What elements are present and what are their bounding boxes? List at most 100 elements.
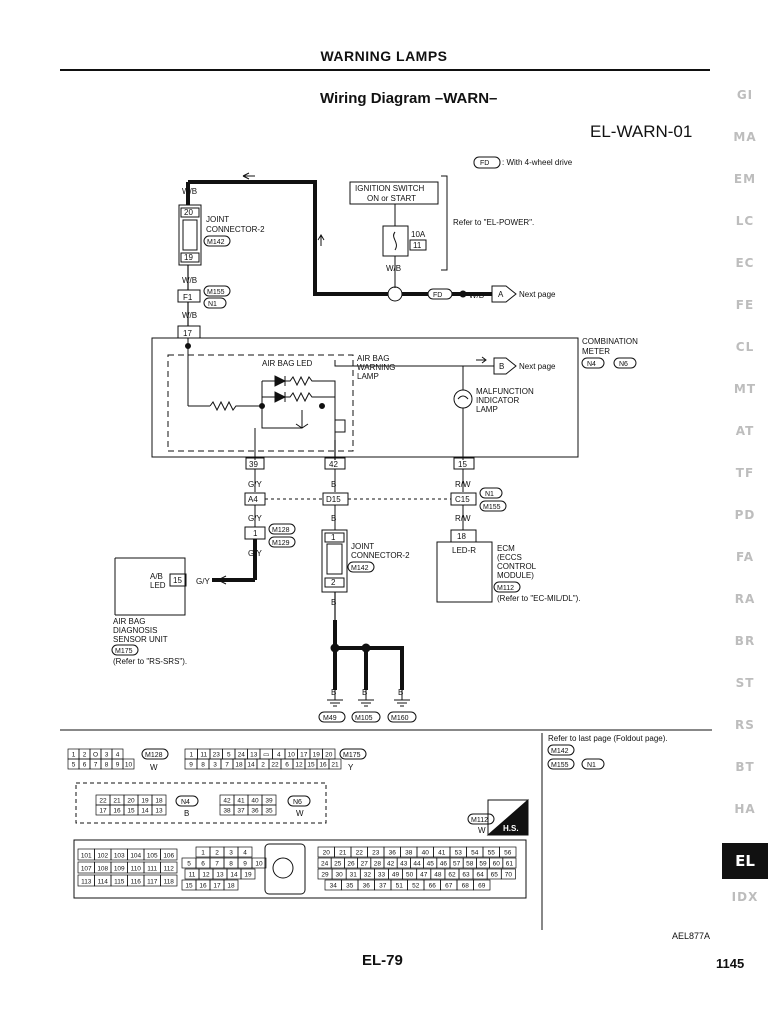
pin-number: 5 xyxy=(227,752,231,759)
pin-number: 35 xyxy=(265,808,273,815)
pin-number: 45 xyxy=(427,861,435,868)
fuse-amp: 10A xyxy=(411,230,426,239)
pin-number: 70 xyxy=(505,872,513,879)
sidebar-section-idx[interactable]: IDX xyxy=(731,890,759,904)
face-m112-color: W xyxy=(478,826,486,835)
pin-number: 15 xyxy=(185,883,193,890)
pin-number: 2 xyxy=(215,850,219,857)
joint-connector-label-1: JOINT xyxy=(206,215,229,224)
ecm-label-2: (ECCS xyxy=(497,553,522,562)
diagram-code: EL-WARN-01 xyxy=(590,122,693,141)
pin-number: 29 xyxy=(321,872,329,879)
pin-number: 46 xyxy=(440,861,448,868)
pin-number: 106 xyxy=(163,853,174,860)
sidebar-section-el[interactable]: EL xyxy=(722,843,768,879)
transistor xyxy=(295,410,309,429)
pin-number: 101 xyxy=(81,853,92,860)
pin-number: 58 xyxy=(466,861,474,868)
sidebar-section-rs[interactable]: RS xyxy=(735,718,755,732)
ecm-refer: (Refer to "EC-MIL/DL"). xyxy=(497,594,580,603)
sidebar-section-fe[interactable]: FE xyxy=(735,298,755,312)
sidebar-section-cl[interactable]: CL xyxy=(735,340,755,354)
pin-number: 24 xyxy=(238,752,246,759)
pin-number: 32 xyxy=(364,872,372,879)
ecm-label-1: ECM xyxy=(497,544,515,553)
sidebar-section-bt[interactable]: BT xyxy=(735,760,755,774)
sidebar-section-ra[interactable]: RA xyxy=(734,592,756,606)
pin-number: 42 xyxy=(223,798,231,805)
pin-number: 5 xyxy=(187,861,191,868)
conn-m155: M155 xyxy=(207,289,225,296)
face-m112-tag: M112 xyxy=(471,817,488,824)
terminal-15 xyxy=(453,457,475,470)
sidebar-section-ec[interactable]: EC xyxy=(735,256,755,270)
next-a-fd-badge: FD xyxy=(433,292,442,299)
pin-number: 114 xyxy=(98,879,109,886)
pin-number: 56 xyxy=(504,850,512,857)
pin-number: 52 xyxy=(412,883,420,890)
conn-c15-label: C15 xyxy=(455,495,470,504)
sidebar-section-pd[interactable]: PD xyxy=(734,508,756,522)
pin-cell xyxy=(160,848,178,861)
wire-label-wb-2: W/B xyxy=(182,276,197,285)
pin-number: 41 xyxy=(237,798,245,805)
resistor-led-2 xyxy=(285,391,322,403)
pin-number: 17 xyxy=(99,808,107,815)
page-number: 1145 xyxy=(716,956,745,971)
pin-number: 16 xyxy=(199,883,207,890)
pin-number: 51 xyxy=(396,883,404,890)
pin-number: 49 xyxy=(392,872,400,879)
pin-number: 14 xyxy=(247,762,255,769)
wire-label-wb-1: W/B xyxy=(182,187,197,196)
resistor-led-1 xyxy=(285,375,322,387)
sidebar-section-st[interactable]: ST xyxy=(735,676,755,690)
sidebar-section-ma[interactable]: MA xyxy=(733,130,757,144)
pin-number: 13 xyxy=(250,752,258,759)
sidebar-section-br[interactable]: BR xyxy=(734,634,756,648)
pin-number: 105 xyxy=(147,853,158,860)
title-rule xyxy=(60,69,710,71)
next-page-b-arrow xyxy=(493,357,517,375)
ecm-conn-m112: M112 xyxy=(497,585,514,592)
pin-17: 17 xyxy=(183,329,192,338)
conn-a4-label: A4 xyxy=(248,495,258,504)
sidebar-section-fa[interactable]: FA xyxy=(735,550,755,564)
pin-number: 111 xyxy=(147,866,157,873)
wire-b-1: B xyxy=(331,480,336,489)
wire-rw-1: R/W xyxy=(455,480,471,489)
pin-number: 68 xyxy=(462,883,470,890)
pin-number: 113 xyxy=(81,879,92,886)
pin-number: 8 xyxy=(201,762,205,769)
pin-number: 30 xyxy=(336,872,344,879)
ground-m49: M49 xyxy=(323,715,337,722)
ground-wire-b-1: B xyxy=(331,688,336,697)
figure-reference: AEL877A xyxy=(672,931,711,941)
pin-number: 33 xyxy=(378,872,386,879)
sidebar-section-ha[interactable]: HA xyxy=(734,802,756,816)
pin-number: 28 xyxy=(374,861,382,868)
sidebar-section-at[interactable]: AT xyxy=(735,424,755,438)
pin-number: 21 xyxy=(331,762,339,769)
pin-number: 22 xyxy=(356,850,364,857)
pin-number: 59 xyxy=(479,861,487,868)
pin-number: 20 xyxy=(127,798,135,805)
sidebar-section-mt[interactable]: MT xyxy=(733,382,757,396)
sidebar-section-lc[interactable]: LC xyxy=(735,214,755,228)
pin-number: 34 xyxy=(330,883,338,890)
sidebar-section-tf[interactable]: TF xyxy=(735,466,755,480)
pin-number: 8 xyxy=(229,861,233,868)
pin-number: 4 xyxy=(277,752,281,759)
pin-number: 12 xyxy=(202,872,210,879)
ignition-label-2: ON or START xyxy=(367,194,416,203)
pin-number: 55 xyxy=(488,850,496,857)
connector-face-n4-n6-frame xyxy=(75,782,327,824)
terminal-39-label: 39 xyxy=(249,460,258,469)
pin-number: 14 xyxy=(230,872,238,879)
sidebar-section-gi[interactable]: GI xyxy=(736,88,754,102)
pin-number: 44 xyxy=(413,861,421,868)
sidebar-section-em[interactable]: EM xyxy=(733,172,757,186)
pin-number: 22 xyxy=(99,798,107,805)
pin-number: 37 xyxy=(237,808,245,815)
joint-low-label-1: JOINT xyxy=(351,542,374,551)
pin-cell xyxy=(473,879,491,891)
